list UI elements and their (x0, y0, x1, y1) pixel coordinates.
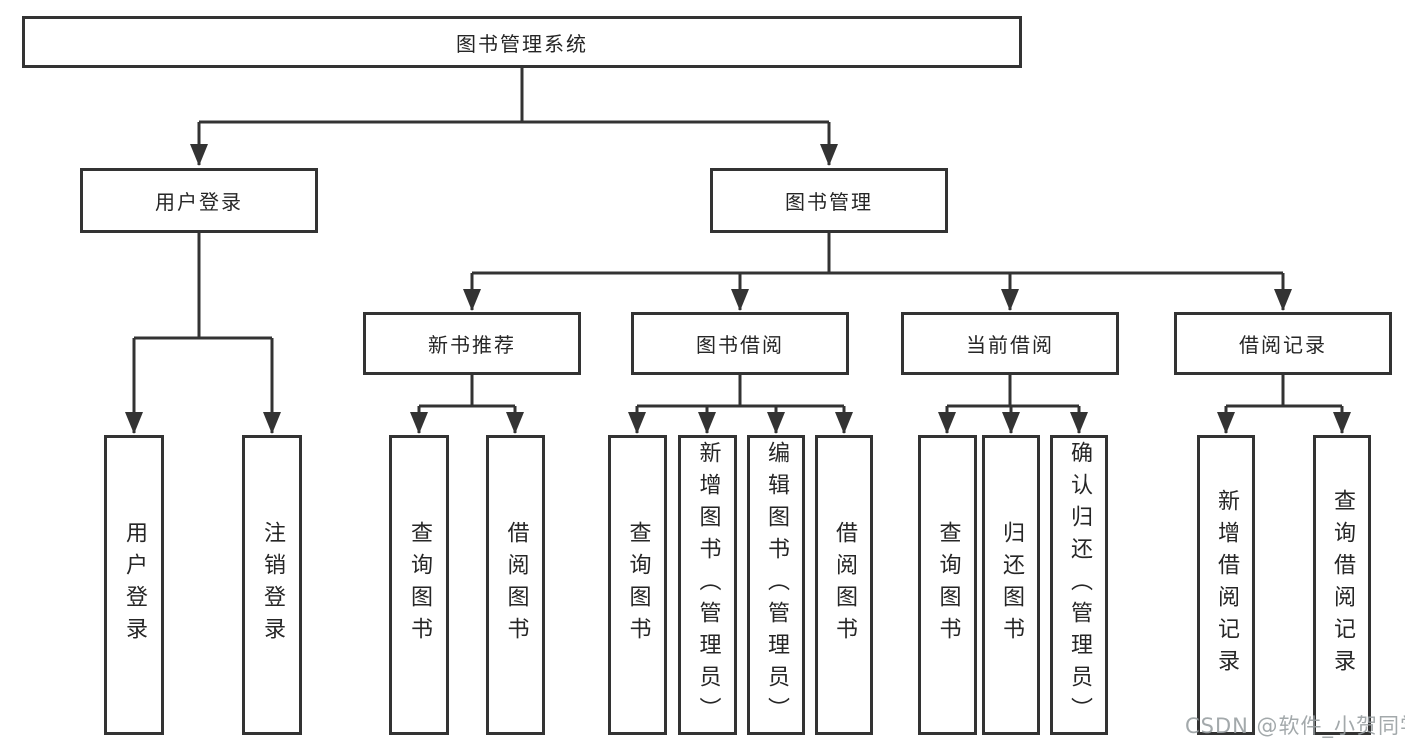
node-label: 查询图书 (935, 521, 961, 649)
node-book-borrow: 图书借阅 (631, 312, 849, 375)
node-label: 查询图书 (407, 521, 432, 649)
node-label: 注销登录 (260, 521, 285, 649)
node-label: 图书管理系统 (456, 31, 588, 56)
node-label: 新增图书（管理员） (695, 441, 721, 729)
connector-borrow-records (1217, 375, 1351, 434)
leaf-user-login: 用户登录 (104, 435, 164, 735)
node-new-book-recommend: 新书推荐 (363, 312, 581, 375)
leaf-query-books-current: 查询图书 (918, 435, 977, 735)
node-borrow-records: 借阅记录 (1174, 312, 1392, 375)
leaf-add-book-admin: 新增图书（管理员） (678, 435, 737, 735)
connector-book-borrow (628, 375, 853, 434)
leaf-query-books-borrow: 查询图书 (608, 435, 667, 735)
leaf-query-borrow-record: 查询借阅记录 (1313, 435, 1371, 735)
leaf-borrow-books: 借阅图书 (815, 435, 873, 735)
leaf-confirm-return-admin: 确认归还（管理员） (1050, 435, 1108, 735)
leaf-edit-book-admin: 编辑图书（管理员） (747, 435, 805, 735)
leaf-add-borrow-record: 新增借阅记录 (1197, 435, 1255, 735)
node-label: 查询借阅记录 (1330, 489, 1355, 681)
connector-new-book-recommend (410, 375, 524, 434)
node-book-management: 图书管理 (710, 168, 948, 233)
connector-current-borrow (938, 375, 1088, 434)
node-label: 借阅图书 (503, 521, 529, 649)
node-user-login: 用户登录 (80, 168, 318, 233)
leaf-return-book: 归还图书 (982, 435, 1040, 735)
csdn-watermark: CSDN @软件_小贺同学 (1185, 714, 1405, 738)
node-label: 归还图书 (999, 521, 1024, 649)
node-label: 用户登录 (122, 521, 147, 649)
node-label: 图书管理 (785, 190, 873, 214)
node-label: 新增借阅记录 (1214, 489, 1239, 681)
node-label: 借阅记录 (1239, 333, 1327, 357)
node-label: 用户登录 (155, 190, 243, 214)
node-label: 当前借阅 (966, 333, 1054, 357)
node-label: 编辑图书（管理员） (764, 441, 789, 729)
leaf-query-books-recommend: 查询图书 (389, 435, 449, 735)
node-label: 新书推荐 (428, 333, 516, 357)
leaf-borrow-books-recommend: 借阅图书 (486, 435, 545, 735)
node-label: 图书借阅 (696, 333, 784, 357)
leaf-logout: 注销登录 (242, 435, 302, 735)
connector-user-login (125, 233, 281, 434)
connector-root (190, 68, 838, 166)
connector-book-management (463, 233, 1292, 311)
node-label: 查询图书 (625, 521, 651, 649)
node-label: 借阅图书 (832, 521, 857, 649)
node-current-borrow: 当前借阅 (901, 312, 1119, 375)
node-library-management-system: 图书管理系统 (22, 16, 1022, 68)
node-label: 确认归还（管理员） (1067, 441, 1092, 729)
